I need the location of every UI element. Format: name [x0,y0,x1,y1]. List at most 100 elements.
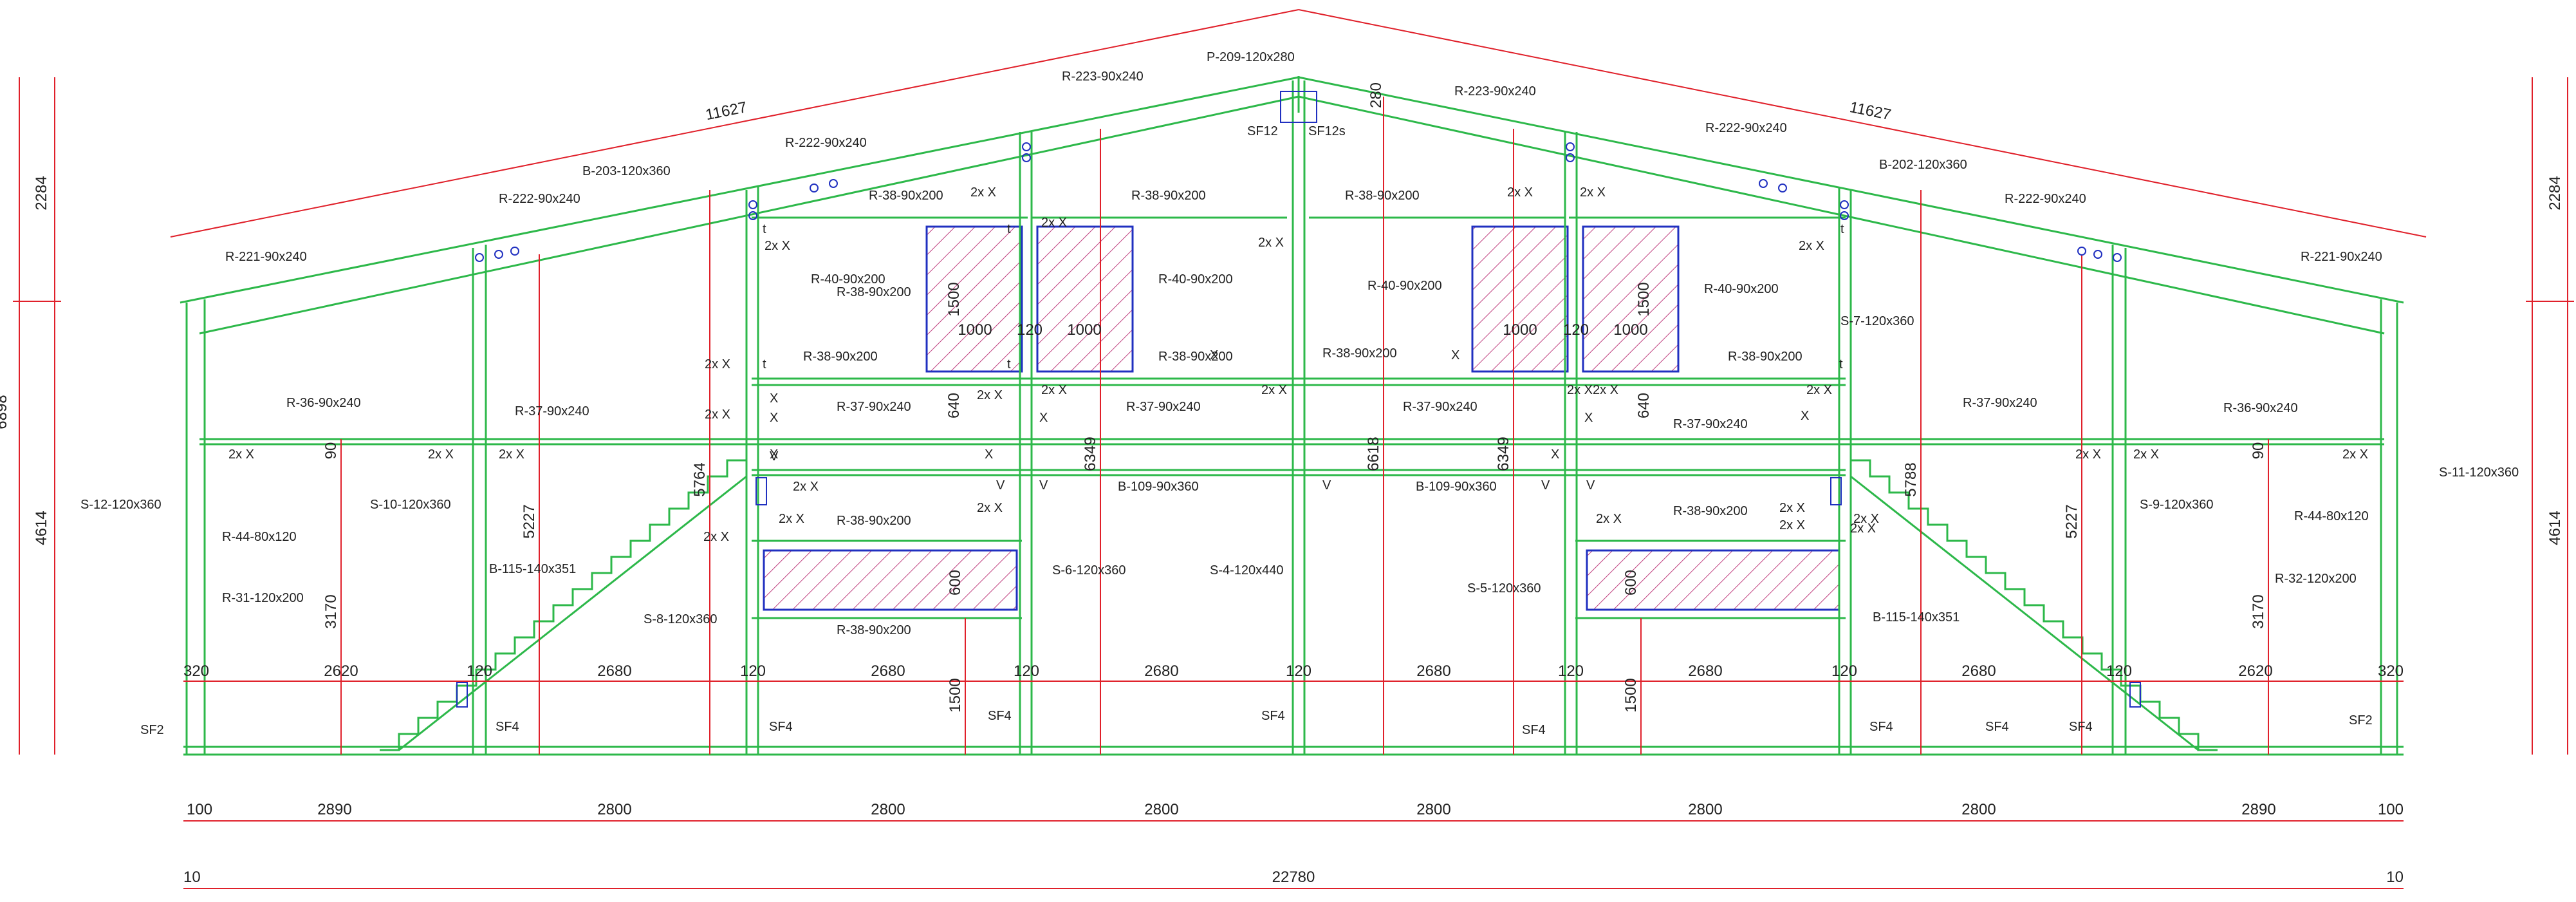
bolt-icon [810,183,819,193]
bolt-icon [2113,253,2122,262]
level-dim-label: 2620 [2238,662,2272,680]
vertical-dim-label: 6618 [1365,437,1382,471]
hatched-panel [1586,549,1840,611]
member-label: R-223-90x240 [1454,84,1536,99]
connection-mark: X [1210,348,1218,362]
vertical-dim-label: 90 [322,442,340,460]
span-dim-label: 1000 [958,321,992,339]
hatched-panel [1471,225,1569,373]
edge-right-label: 10 [2386,869,2404,886]
span-dim-line-left [170,9,1299,238]
fastener-label: SF12s [1308,124,1346,138]
connection-mark: 2x X [764,239,790,253]
member-label: B-115-140x351 [1873,610,1960,625]
connection-mark: 2x X [703,530,729,544]
base-dim-label: 2890 [2241,801,2275,818]
connector-symbols [456,91,2141,708]
connection-mark: t [763,222,766,236]
member-label: R-222-90x240 [2005,192,2086,206]
base-dim-label: 2800 [1144,801,1178,818]
fastener-label: SF2 [2349,713,2373,728]
hatched-panel [925,225,1023,373]
connection-mark: 2x X [428,447,454,462]
connection-mark: 2x X [705,357,730,371]
member-label: R-37-90x240 [1126,400,1201,414]
level-dim-label: 2680 [1416,662,1450,680]
member-label: R-36-90x240 [286,396,361,410]
member-label: R-221-90x240 [225,250,307,264]
base-dim-label: 2890 [317,801,351,818]
vertical-dim-label: 5227 [2063,504,2080,538]
bracket-icon [2129,682,2141,708]
member-label: S-10-120x360 [370,498,451,512]
member-label: R-37-90x240 [837,400,911,414]
level-dim-label: 2680 [1961,662,1996,680]
member-labels: P-209-120x280R-223-90x240R-223-90x240R-2… [80,50,2519,637]
member-label: R-222-90x240 [1705,121,1787,135]
connection-mark: 2x X [1596,512,1622,526]
vertical-dim-label: 1500 [945,282,963,316]
connection-mark: X [1039,411,1048,425]
hatched-panel [1036,225,1134,373]
member-label: R-32-120x200 [2275,572,2357,586]
base-dim-label: 2800 [1961,801,1996,818]
member-label: B-115-140x351 [489,562,576,576]
bolt-icon [494,250,503,259]
connection-mark: 2x X [1799,239,1824,253]
roof-lower-right [1298,95,2385,335]
member-label: R-31-120x200 [222,591,304,605]
fastener-label: SF4 [1522,723,1546,737]
vertical-dim-label: 5227 [521,504,538,538]
bracket-icon [1830,477,1842,505]
connection-mark: t [1007,357,1011,371]
dimension-labels: 11627 11627 22780 10 10 6898 2284 4614 2… [0,99,2564,886]
member-label: R-40-90x200 [1704,282,1779,296]
member-label: R-222-90x240 [499,192,580,206]
connection-mark: 2x X [1258,236,1284,250]
connection-mark: V [1586,478,1595,493]
vertical-dim-label: 1500 [947,678,964,712]
member-label: P-209-120x280 [1207,50,1295,64]
base-dim-label: 2800 [1416,801,1450,818]
span-label-left: 11627 [704,99,748,124]
height-roof-right-label: 2284 [2546,176,2564,210]
level-dim-label: 120 [1831,662,1857,680]
base-dim-label: 100 [2378,801,2404,818]
member-label: R-38-90x200 [837,514,911,528]
connection-mark: t [1840,222,1844,236]
connection-mark: 2x X [2133,447,2159,462]
member-label: R-222-90x240 [785,136,867,150]
member-label: R-38-90x200 [1728,350,1802,364]
member-label: R-44-80x120 [222,530,297,544]
base-dim-label: 2800 [597,801,631,818]
base-dim-label: 2800 [871,801,905,818]
connection-mark: X [770,391,778,406]
bolt-icon [1566,153,1575,162]
member-label: S-11-120x360 [2439,465,2519,480]
ridge-plate-icon [1280,91,1317,123]
connection-mark: 2x X [779,512,804,526]
member-label: B-109-90x360 [1118,480,1199,494]
connection-mark: 2x X [1806,383,1832,397]
member-label: R-44-80x120 [2294,509,2369,523]
bolt-icon [510,247,519,256]
member-label: S-5-120x360 [1467,581,1541,596]
span-dim-label: 1000 [1503,321,1537,339]
edge-left-label: 10 [183,869,201,886]
connection-mark: 2x X [970,185,996,200]
connection-mark: 2x X [977,501,1003,515]
level-dim-label: 120 [467,662,492,680]
level-dim-label: 2680 [1144,662,1178,680]
bracket-icon [456,682,468,708]
level-dim-label: 120 [1014,662,1039,680]
level-dim-label: 120 [2106,662,2132,680]
level-dim-label: 120 [740,662,766,680]
vertical-dim-label: 6349 [1082,437,1099,471]
vertical-dim-label: 3170 [2250,594,2267,628]
bolt-icon [2093,250,2102,259]
connection-mark: 2x X [1507,185,1533,200]
member-label: R-38-90x200 [1131,189,1206,203]
member-label: R-40-90x200 [1158,272,1233,287]
